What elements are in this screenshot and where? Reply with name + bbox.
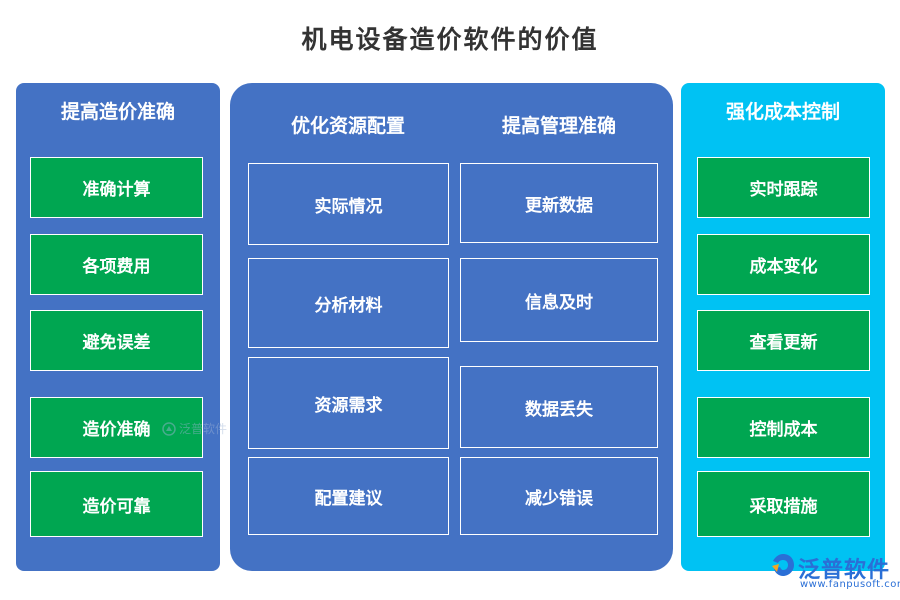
brand-logo: 泛普软件 www.fanpusoft.com — [770, 552, 900, 596]
right-item-3: 查看更新 — [697, 310, 870, 371]
middle-col1-item-2: 分析材料 — [248, 258, 449, 348]
right-item-2: 成本变化 — [697, 234, 870, 295]
watermark: 泛普软件 — [162, 420, 227, 437]
brand-logo-icon — [772, 554, 794, 576]
brand-logo-url: www.fanpusoft.com — [800, 579, 900, 590]
middle-col2-item-3: 数据丢失 — [460, 366, 658, 448]
page-title: 机电设备造价软件的价值 — [301, 25, 599, 54]
left-item-2: 各项费用 — [30, 234, 203, 295]
watermark-text: 泛普软件 — [179, 422, 228, 436]
middle-col1-heading: 优化资源配置 — [290, 115, 405, 137]
left-item-1: 准确计算 — [30, 157, 203, 218]
right-panel-heading: 强化成本控制 — [725, 101, 840, 123]
middle-col1-item-1: 实际情况 — [248, 163, 449, 245]
middle-col2-item-4: 减少错误 — [460, 457, 658, 535]
left-panel-heading: 提高造价准确 — [60, 101, 175, 123]
middle-col2-item-2: 信息及时 — [460, 258, 658, 342]
watermark-logo-icon — [162, 421, 176, 436]
middle-col2-heading: 提高管理准确 — [501, 115, 616, 137]
right-item-1: 实时跟踪 — [697, 157, 870, 218]
middle-col2-item-1: 更新数据 — [460, 163, 658, 243]
brand-logo-text: 泛普软件 — [798, 558, 891, 583]
left-item-3: 避免误差 — [30, 310, 203, 371]
middle-col1-item-3: 资源需求 — [248, 357, 449, 449]
right-item-5: 采取措施 — [697, 471, 870, 537]
right-item-4: 控制成本 — [697, 397, 870, 458]
left-item-5: 造价可靠 — [30, 471, 203, 537]
middle-col1-item-4: 配置建议 — [248, 457, 449, 535]
left-item-4: 造价准确 — [30, 397, 203, 458]
